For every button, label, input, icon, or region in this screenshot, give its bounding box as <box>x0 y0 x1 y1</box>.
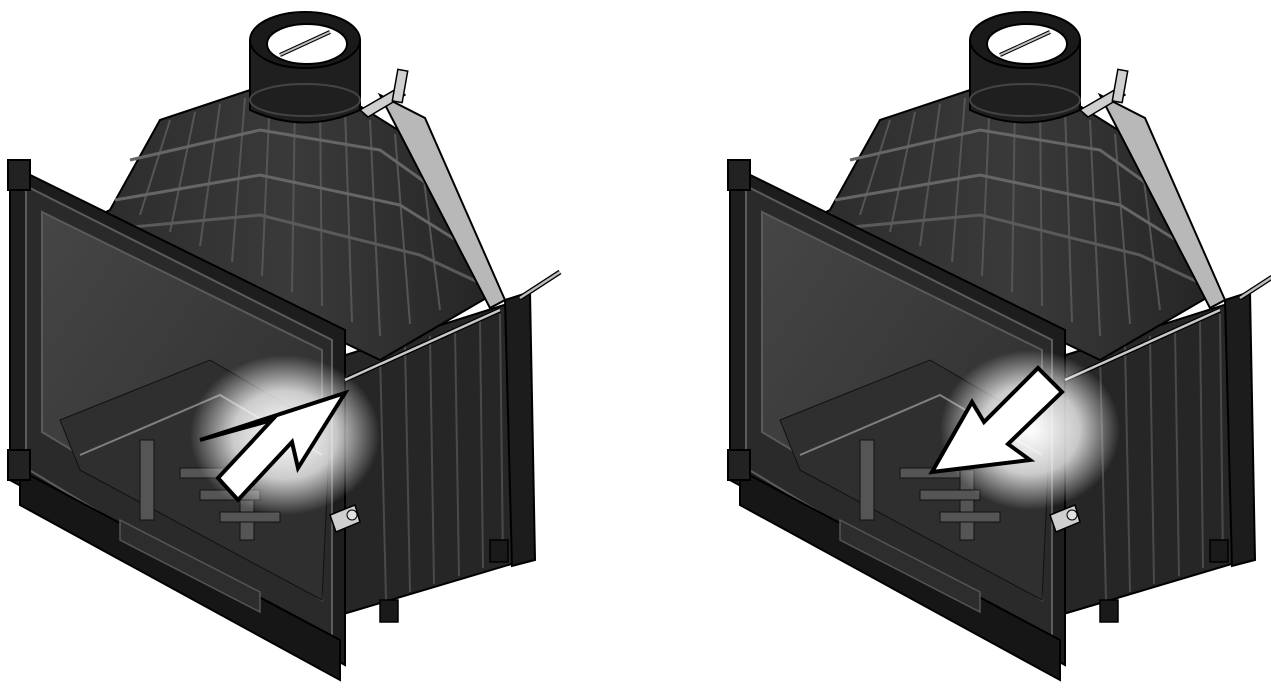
fireplace-left <box>8 12 560 680</box>
arrow-pull-icon <box>928 365 1065 475</box>
arrow-push-icon <box>199 389 350 503</box>
fireplace-right <box>728 12 1271 680</box>
highlight-glow <box>940 350 1120 510</box>
